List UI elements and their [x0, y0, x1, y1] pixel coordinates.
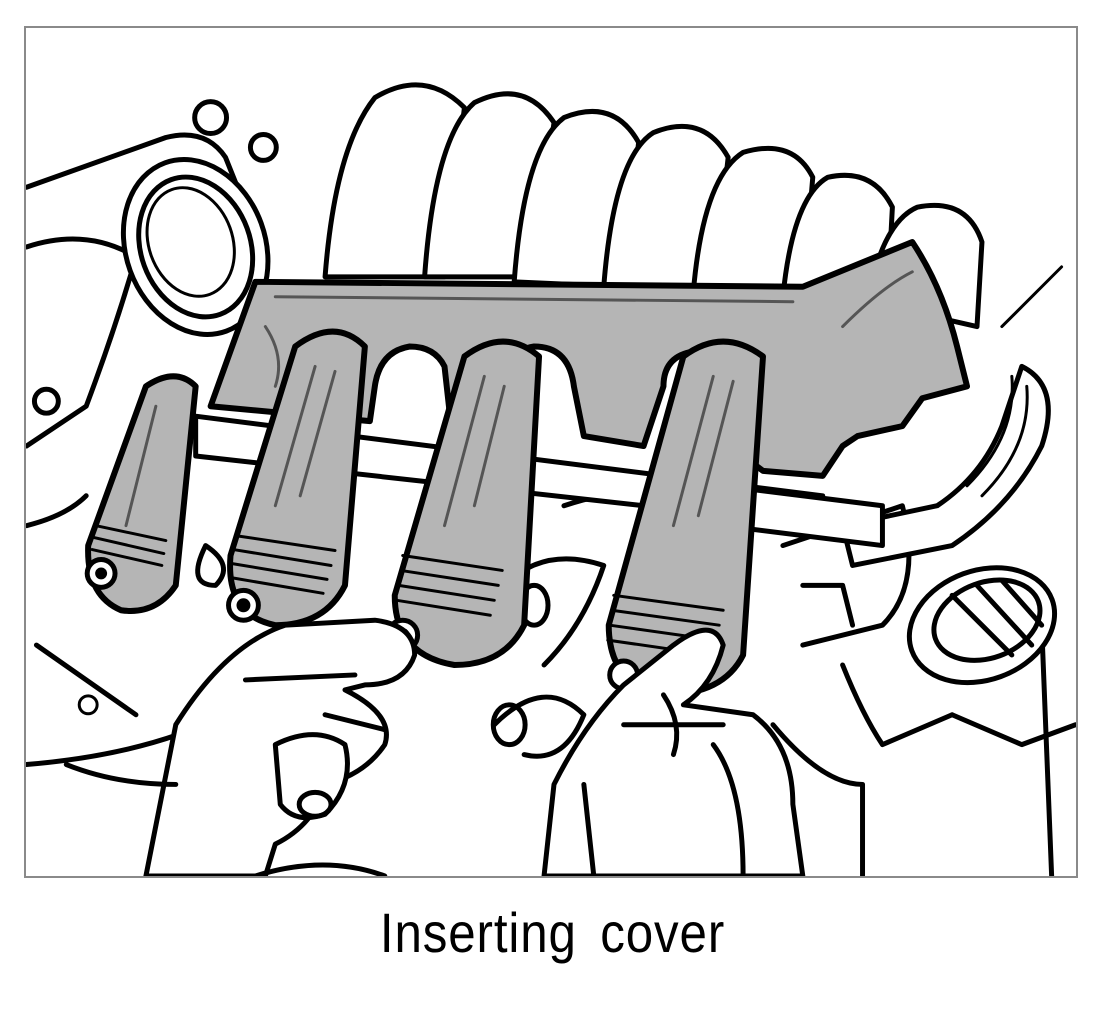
oil-filler-cap [906, 565, 1058, 686]
right-hand [541, 627, 806, 876]
cover-finger-3 [391, 338, 543, 668]
throttle-body [120, 99, 279, 337]
figure-caption: Inserting cover [379, 901, 726, 964]
left-hand [63, 617, 418, 876]
illustration-frame [24, 26, 1078, 878]
intake-manifold-illustration [26, 82, 1076, 876]
coolant-hose [840, 363, 1051, 568]
intake-cover [207, 239, 971, 479]
